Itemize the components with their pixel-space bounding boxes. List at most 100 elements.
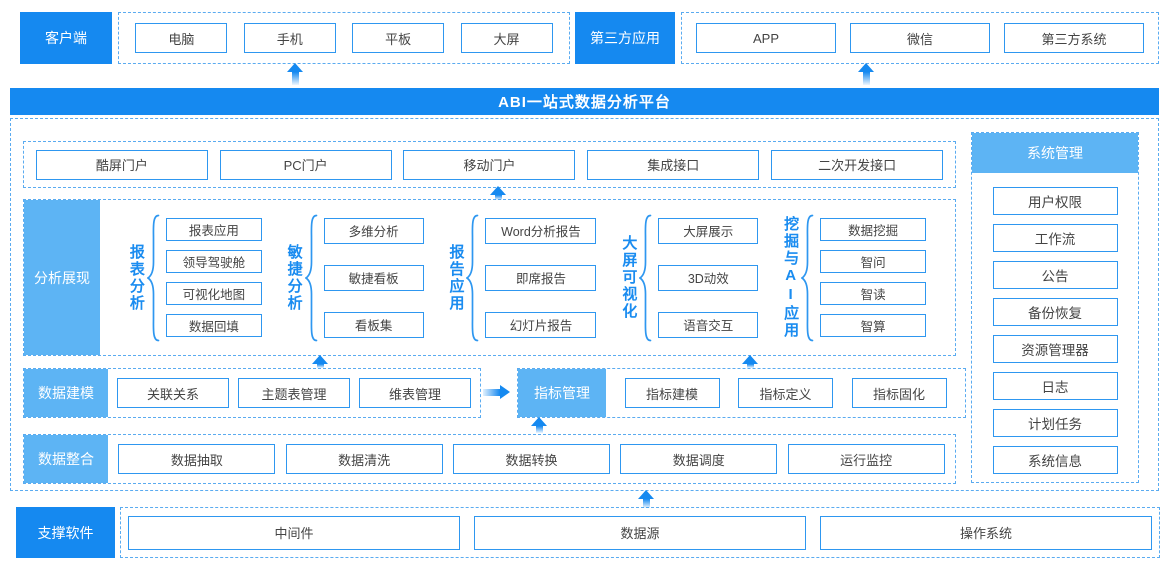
- system-item: 日志: [992, 372, 1118, 400]
- third-party-group: APP 微信第三方系统: [681, 12, 1159, 64]
- system-items: 用户权限工作流公告备份恢复资源管理器日志计划任务系统信息: [972, 173, 1138, 482]
- client-item: 平板: [352, 23, 445, 53]
- metrics-label: 指标管理: [518, 369, 606, 417]
- brace-icon: [801, 214, 814, 341]
- brace-icon: [146, 214, 160, 341]
- analysis-item: 语音交互: [658, 311, 759, 338]
- modeling-items: 关联关系主题表管理维表管理: [108, 369, 480, 417]
- modeling-item: 关联关系: [117, 378, 229, 408]
- analysis-item: 领导驾驶舱: [165, 249, 262, 273]
- client-item: 手机: [243, 23, 336, 53]
- analysis-item: 幻灯片报告: [485, 311, 597, 338]
- arrow-up-icon: [312, 355, 328, 368]
- modeling-section: 数据建模 关联关系主题表管理维表管理: [23, 368, 481, 418]
- portal-item: 酷屏门户: [35, 149, 208, 180]
- analysis-item: 可视化地图: [165, 282, 262, 306]
- analysis-group-items: 大屏展示 3D动效语音交互: [658, 217, 759, 338]
- integration-item: 数据抽取: [118, 444, 276, 474]
- analysis-section-label: 分析展现: [24, 200, 100, 355]
- analysis-item: 报表应用: [165, 217, 262, 241]
- portal-item: 二次开发接口: [771, 149, 944, 180]
- analysis-group-items: 报表应用领导驾驶舱可视化地图数据回填: [165, 217, 262, 338]
- analysis-item: Word分析报告: [485, 217, 597, 244]
- analysis-group-report-analysis: 报表分析 报表应用领导驾驶舱可视化地图数据回填: [127, 214, 262, 342]
- analysis-group-report-app: 报告应用 Word分析报告即席报告幻灯片报告: [447, 214, 597, 342]
- support-label: 支撑软件: [16, 507, 115, 558]
- analysis-group-items: 数据挖掘智问智读智算: [820, 217, 927, 338]
- analysis-item: 敏捷看板: [323, 264, 424, 291]
- metrics-items: 指标建模指标定义指标固化: [606, 369, 965, 417]
- integration-item: 运行监控: [787, 444, 945, 474]
- system-item: 公告: [992, 261, 1118, 289]
- third-party-label: 第三方应用: [575, 12, 675, 64]
- client-item: 大屏: [460, 23, 553, 53]
- analysis-group-label: 挖掘与AI应用: [782, 216, 800, 339]
- arrow-up-icon: [638, 490, 654, 508]
- analysis-item: 智问: [820, 249, 927, 273]
- analysis-item: 智读: [820, 282, 927, 306]
- integration-item: 数据转换: [452, 444, 610, 474]
- platform-body: 酷屏门户 PC门户移动门户集成接口二次开发接口 分析展现 报表分析 报表应用领导驾…: [10, 118, 1159, 491]
- third-party-item: 第三方系统: [1004, 23, 1144, 53]
- arrow-up-icon: [858, 63, 874, 85]
- integration-item: 数据清洗: [285, 444, 443, 474]
- system-section: 系统管理 用户权限工作流公告备份恢复资源管理器日志计划任务系统信息: [971, 132, 1139, 483]
- analysis-group-mining-ai: 挖掘与AI应用 数据挖掘智问智读智算: [782, 214, 927, 342]
- analysis-group-label: 大屏可视化: [620, 235, 638, 320]
- portal-item: 移动门户: [403, 149, 576, 180]
- third-party-item: APP: [696, 23, 836, 53]
- system-label: 系统管理: [972, 133, 1138, 173]
- system-item: 资源管理器: [992, 335, 1118, 363]
- client-item: 电脑: [135, 23, 228, 53]
- metrics-section: 指标管理 指标建模指标定义指标固化: [517, 368, 966, 418]
- portal-item: PC门户: [219, 149, 392, 180]
- analysis-group-label: 报告应用: [447, 243, 465, 312]
- analysis-group-items: Word分析报告即席报告幻灯片报告: [485, 217, 597, 338]
- arrow-right-icon: [483, 385, 510, 399]
- integration-section: 数据整合 数据抽取数据清洗数据转换数据调度运行监控: [23, 434, 956, 484]
- analysis-group-items: 多维分析敏捷看板看板集: [323, 217, 424, 338]
- system-item: 备份恢复: [992, 298, 1118, 326]
- analysis-item: 多维分析: [323, 217, 424, 244]
- system-item: 用户权限: [992, 187, 1118, 215]
- analysis-item: 智算: [820, 314, 927, 338]
- analysis-section: 分析展现 报表分析 报表应用领导驾驶舱可视化地图数据回填 敏捷分析 多维分析敏捷…: [23, 199, 956, 356]
- analysis-item: 大屏展示: [658, 217, 759, 244]
- metrics-item: 指标定义: [738, 378, 833, 408]
- metrics-item: 指标固化: [851, 378, 947, 408]
- client-label: 客户端: [20, 12, 112, 64]
- analysis-item: 数据回填: [165, 314, 262, 338]
- analysis-group-label: 报表分析: [127, 243, 145, 312]
- brace-icon: [466, 214, 479, 341]
- brace-icon: [639, 214, 652, 341]
- support-item: 操作系统: [820, 515, 1152, 550]
- platform-banner: ABI一站式数据分析平台: [10, 88, 1159, 115]
- support-group: 中间件数据源操作系统: [120, 507, 1160, 558]
- analysis-groups: 报表分析 报表应用领导驾驶舱可视化地图数据回填 敏捷分析 多维分析敏捷看板看板集…: [100, 200, 955, 355]
- arrow-up-icon: [531, 417, 547, 433]
- portal-row: 酷屏门户 PC门户移动门户集成接口二次开发接口: [23, 141, 956, 188]
- analysis-item: 看板集: [323, 311, 424, 338]
- analysis-group-agile-analysis: 敏捷分析 多维分析敏捷看板看板集: [286, 214, 424, 342]
- third-party-item: 微信: [850, 23, 990, 53]
- metrics-item: 指标建模: [624, 378, 720, 408]
- brace-icon: [304, 214, 318, 341]
- arrow-up-icon: [287, 63, 303, 85]
- analysis-group-bigscreen: 大屏可视化 大屏展示 3D动效语音交互: [620, 214, 759, 342]
- client-group: 电脑手机平板大屏: [118, 12, 570, 64]
- arrow-up-icon: [490, 186, 506, 200]
- modeling-label: 数据建模: [24, 369, 108, 417]
- system-item: 系统信息: [992, 446, 1118, 474]
- modeling-item: 主题表管理: [238, 378, 350, 408]
- integration-label: 数据整合: [24, 435, 108, 483]
- system-item: 计划任务: [992, 409, 1118, 437]
- analysis-item: 数据挖掘: [820, 217, 927, 241]
- integration-item: 数据调度: [620, 444, 778, 474]
- portal-item: 集成接口: [587, 149, 760, 180]
- analysis-item: 3D动效: [658, 264, 759, 291]
- arrow-up-icon: [742, 355, 758, 368]
- support-item: 数据源: [474, 515, 806, 550]
- integration-items: 数据抽取数据清洗数据转换数据调度运行监控: [108, 435, 955, 483]
- support-item: 中间件: [128, 515, 460, 550]
